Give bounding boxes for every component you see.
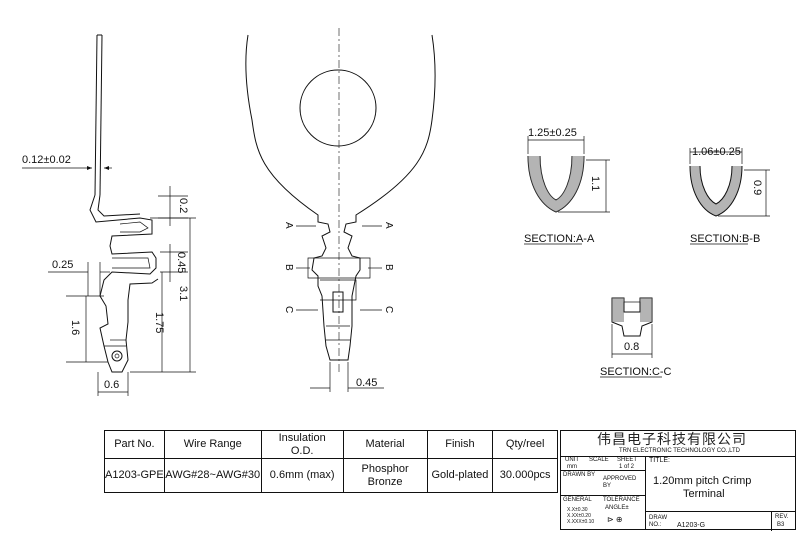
cell-material-line1: Phosphor	[361, 462, 409, 475]
rev-value: B3	[777, 522, 785, 528]
draw-label-1: DRAW	[649, 515, 668, 521]
dim-0-45-bottom: 0.45	[356, 377, 377, 389]
section-b-width: 1.06±0.25	[692, 146, 741, 158]
section-c-title: SECTION:C-C	[600, 366, 672, 378]
unit-label: UNIT	[565, 457, 579, 463]
draw-label-2: NO.:	[649, 522, 662, 528]
scale-label: SCALE	[589, 457, 609, 463]
header-part-no: Part No.	[104, 430, 165, 459]
section-b-title: SECTION:B-B	[690, 233, 760, 245]
dim-0-2: 0.2	[177, 198, 189, 213]
projection-icon: ⊳ ⊕	[607, 515, 623, 524]
spec-table: Part No. Wire Range Insulation O.D. Mate…	[104, 430, 558, 493]
unit-value: mm	[567, 464, 577, 470]
tol-2: X.XX±0.20	[567, 513, 591, 519]
section-a-title: SECTION:A-A	[524, 233, 595, 245]
section-a-left: A	[283, 222, 294, 229]
cell-part-no: A1203-GPE	[104, 458, 165, 493]
sheet-label: SHEET	[617, 457, 638, 463]
side-view: 0.12±0.02 0.2 0.45 3.1 1.75 0.25 1.6 0.6	[22, 34, 196, 396]
section-b-left: B	[283, 264, 294, 271]
general-label: GENERAL	[563, 497, 592, 503]
top-view: A A B B C C 0.45	[245, 28, 436, 392]
header-qty: Qty/reel	[492, 430, 558, 459]
section-c-left: C	[283, 306, 294, 313]
section-b-right: B	[383, 264, 394, 271]
header-material: Material	[342, 430, 428, 459]
cell-insulation: 0.6mm (max)	[260, 458, 344, 493]
header-insulation: Insulation O.D.	[260, 430, 344, 459]
cell-finish: Gold-plated	[426, 458, 494, 493]
header-wire-range: Wire Range	[163, 430, 262, 459]
section-b-b: 1.06±0.25 0.9 SECTION:B-B	[689, 146, 770, 245]
section-a-right: A	[383, 222, 394, 229]
header-insulation-line2: O.D.	[290, 444, 314, 457]
dim-0-6: 0.6	[104, 379, 119, 391]
section-b-height: 0.9	[751, 180, 763, 195]
drawn-by-label: DRAWN BY	[563, 472, 596, 478]
header-insulation-line1: Insulation	[278, 431, 326, 444]
dim-3-1: 3.1	[177, 286, 189, 301]
angle-label: ANGLE±	[605, 505, 629, 511]
title-label: TITLE:	[649, 457, 671, 464]
sheet-value: 1 of 2	[619, 464, 635, 470]
company-name-cn: 伟昌电子科技有限公司	[597, 431, 747, 447]
tol-3: X.XXX±0.10	[567, 519, 595, 525]
title-line2: Terminal	[683, 488, 725, 500]
dim-0-45-side: 0.45	[175, 252, 187, 273]
title-block: 伟昌电子科技有限公司 TRN ELECTRONIC TECHNOLOGY CO.…	[560, 430, 796, 531]
header-finish: Finish	[426, 430, 494, 459]
cell-material-line2: Bronze	[367, 475, 403, 488]
cell-qty: 30.000pcs	[492, 458, 558, 493]
dim-thickness: 0.12±0.02	[22, 154, 71, 166]
draw-no: A1203-G	[677, 522, 706, 529]
section-a-width: 1.25±0.25	[528, 127, 577, 139]
approved-by-label-2: BY	[603, 483, 612, 489]
tolerance-label: TOLERANCE	[603, 497, 640, 503]
section-c-right: C	[383, 306, 394, 313]
company-name-en: TRN ELECTRONIC TECHNOLOGY CO.,LTD	[619, 448, 741, 454]
section-a-height: 1.1	[589, 176, 601, 191]
dim-1-75: 1.75	[153, 312, 165, 333]
section-c-c: 0.8 SECTION:C-C	[600, 297, 672, 378]
cell-material: Phosphor Bronze	[342, 458, 428, 493]
tol-1: X.X±0.30	[567, 507, 588, 513]
title-line1: 1.20mm pitch Crimp	[653, 475, 752, 487]
rev-label: REV.	[775, 514, 789, 520]
cell-wire-range: AWG#28~AWG#30	[163, 458, 262, 493]
dim-0-25: 0.25	[52, 259, 73, 271]
approved-by-label-1: APPROVED	[603, 476, 637, 482]
section-a-a: 1.25±0.25 1.1 SECTION:A-A	[524, 127, 610, 245]
dim-1-6: 1.6	[69, 320, 81, 335]
section-c-width: 0.8	[624, 341, 639, 353]
